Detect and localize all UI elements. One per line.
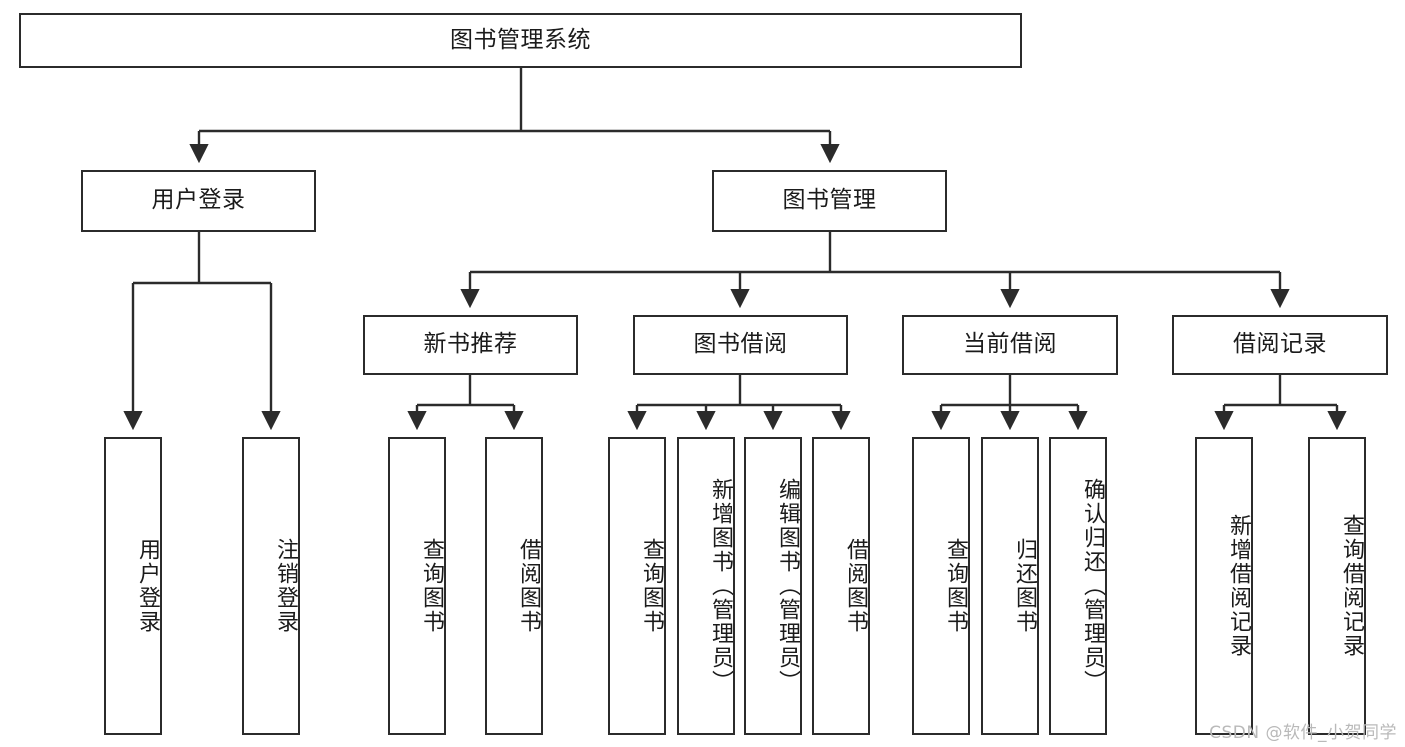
node-label: 查询借阅记录 [1339,514,1364,658]
csdn-watermark: CSDN @软件_小贺同学 [1209,723,1397,743]
leaf-borrow-query-books[interactable]: 查询图书 [608,437,666,735]
node-label: 当前借阅 [963,331,1057,358]
node-book-management[interactable]: 图书管理 [712,170,947,232]
node-root-book-management-system[interactable]: 图书管理系统 [19,13,1022,68]
node-user-login[interactable]: 用户登录 [81,170,316,232]
node-label: 用户登录 [135,538,160,634]
node-label: 编辑图书（管理员） [775,478,800,694]
node-label: 借阅图书 [516,538,541,634]
node-borrowing-record[interactable]: 借阅记录 [1172,315,1388,375]
leaf-user-login-logout[interactable]: 注销登录 [242,437,300,735]
node-label: 图书管理 [782,187,877,214]
leaf-current-confirm-return-admin[interactable]: 确认归还（管理员） [1049,437,1107,735]
node-label: 新增借阅记录 [1226,514,1251,658]
leaf-current-query-books[interactable]: 查询图书 [912,437,970,735]
node-label: 用户登录 [151,187,246,214]
leaf-current-return-books[interactable]: 归还图书 [981,437,1039,735]
node-label: 注销登录 [273,538,298,634]
leaf-borrow-edit-book-admin[interactable]: 编辑图书（管理员） [744,437,802,735]
node-label: 图书管理系统 [450,26,591,53]
node-new-book-recommendation[interactable]: 新书推荐 [363,315,578,375]
node-label: 查询图书 [639,538,664,634]
node-label: 归还图书 [1012,538,1037,634]
node-label: 图书借阅 [693,331,788,358]
node-label: 新书推荐 [423,331,518,358]
node-label: 新增图书（管理员） [708,478,733,694]
node-book-borrowing[interactable]: 图书借阅 [633,315,848,375]
node-label: 确认归还（管理员） [1080,478,1105,694]
node-current-borrowing[interactable]: 当前借阅 [902,315,1118,375]
leaf-record-add-borrow-record[interactable]: 新增借阅记录 [1195,437,1253,735]
leaf-record-query-borrow-record[interactable]: 查询借阅记录 [1308,437,1366,735]
node-label: 查询图书 [943,538,968,634]
node-label: 借阅图书 [843,538,868,634]
leaf-borrow-add-book-admin[interactable]: 新增图书（管理员） [677,437,735,735]
leaf-user-login-login[interactable]: 用户登录 [104,437,162,735]
node-label: 查询图书 [419,538,444,634]
node-label: 借阅记录 [1233,331,1327,358]
leaf-new-book-borrow-books[interactable]: 借阅图书 [485,437,543,735]
leaf-new-book-query-books[interactable]: 查询图书 [388,437,446,735]
leaf-borrow-borrow-books[interactable]: 借阅图书 [812,437,870,735]
